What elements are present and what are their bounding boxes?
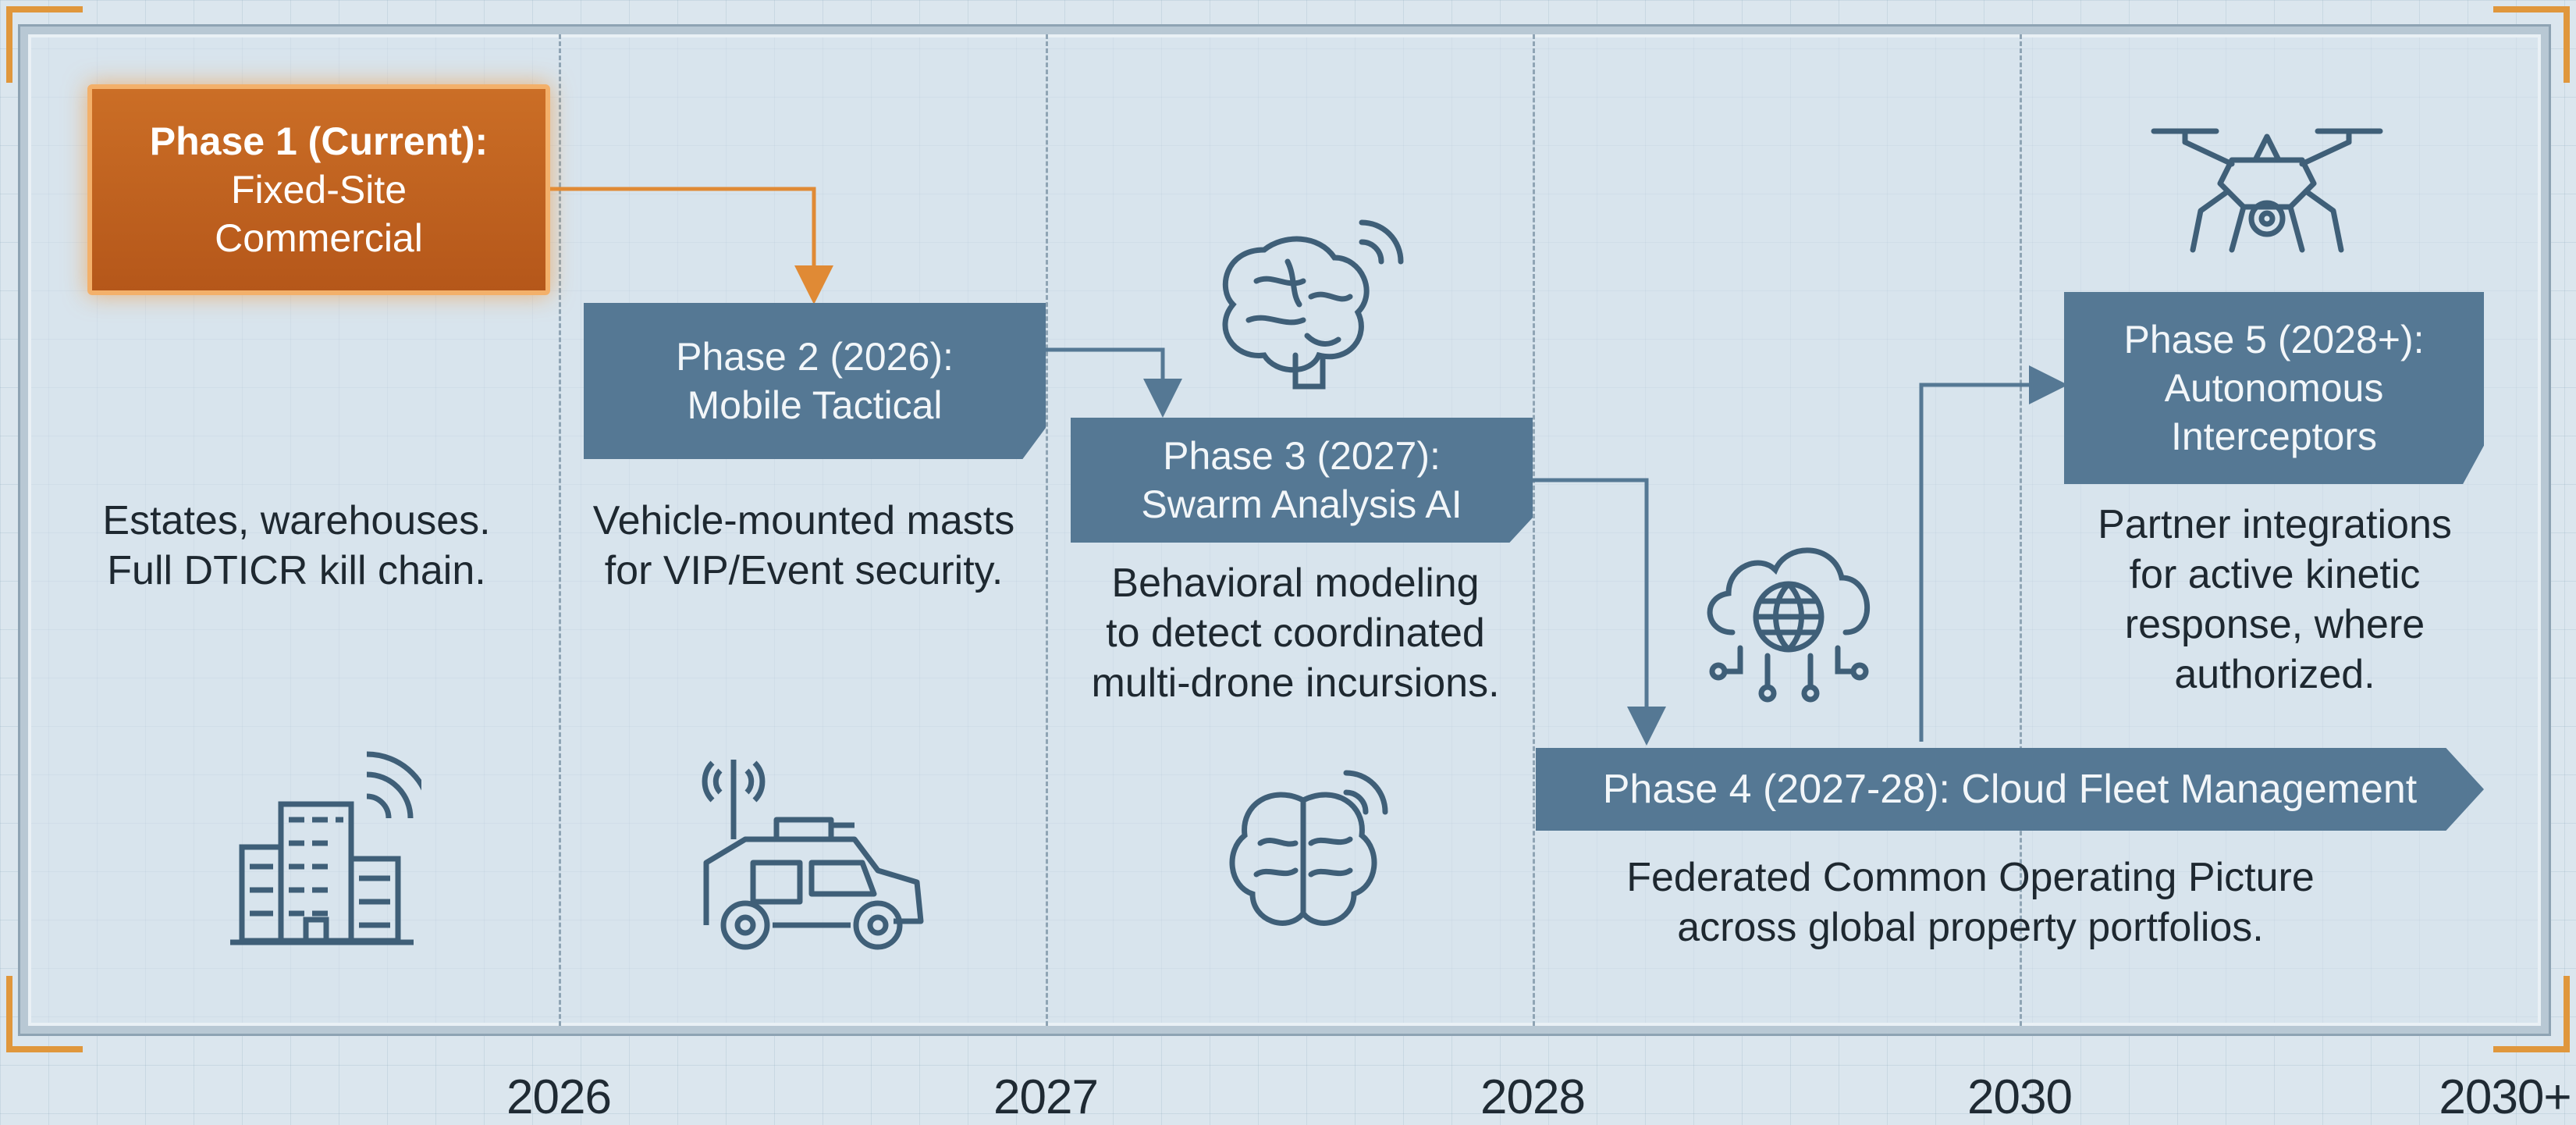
brain-signal-icon [1229,770,1388,926]
frame-corner [2493,6,2570,83]
phase-3-card: Phase 3 (2027): Swarm Analysis AI [1071,418,1533,543]
phase-3-title: Phase 3 (2027): [1163,434,1441,478]
phase-3-description-line: multi-drone incursions. [1091,660,1500,706]
phase-2-subtitle: Mobile Tactical [687,383,943,427]
phase-2-description-line: for VIP/Event security. [604,548,1004,593]
year-label: 2030 [1967,1070,2073,1124]
brain-signal-icon [1222,219,1404,390]
phase-5-description: Partner integrations for active kinetic … [2045,500,2505,700]
phase-4-card: Phase 4 (2027-28): Cloud Fleet Managemen… [1536,748,2484,831]
cloud-network-icon [1707,547,1871,703]
phase-1-subtitle-line-1: Fixed-Site [230,168,407,212]
phase-5-description-line: for active kinetic [2129,552,2421,597]
frame-corner [6,6,83,83]
phase-1-card: Phase 1 (Current): Fixed-Site Commercial [87,84,550,295]
arrow-phase2-to-phase3 [1046,347,1182,418]
phase-5-subtitle-line-1: Autonomous [2164,366,2384,410]
phase-5-title: Phase 5 (2028+): [2123,318,2425,361]
phase-5-description-line: authorized. [2174,652,2375,697]
drone-icon [2151,128,2383,253]
phase-5-description-line: response, where [2124,602,2425,647]
arrow-phase3-to-phase4 [1533,478,1666,746]
building-signal-icon [230,751,421,945]
phase-5-card: Phase 5 (2028+): Autonomous Interceptors [2064,292,2484,484]
arrow-phase1-to-phase2 [550,187,833,304]
year-label: 2027 [993,1070,1099,1124]
phase-1-title: Phase 1 (Current): [149,119,489,163]
phase-3-subtitle: Swarm Analysis AI [1141,482,1462,526]
phase-3-description-line: to detect coordinated [1106,611,1485,656]
phase-3-description-line: Behavioral modeling [1111,561,1480,606]
phase-2-description: Vehicle-mounted masts for VIP/Event secu… [562,496,1046,596]
frame-corner [6,976,83,1052]
phase-2-card: Phase 2 (2026): Mobile Tactical [584,303,1046,459]
phase-1-description-line: Full DTICR kill chain. [107,548,486,593]
phase-5-subtitle-line-2: Interceptors [2170,415,2377,458]
timeline-divider [559,34,561,1026]
timeline-divider [1046,34,1048,1026]
phase-4-title: Phase 4 (2027-28): Cloud Fleet Managemen… [1602,767,2418,812]
arrow-phase4-to-phase5 [1919,365,2068,742]
frame-corner [2493,976,2570,1052]
timeline-divider [2020,34,2022,1026]
timeline-divider [1533,34,1535,1026]
year-label: 2026 [506,1070,612,1124]
phase-4-description-line: Federated Common Operating Picture [1626,855,2315,900]
phase-4-description: Federated Common Operating Picture acros… [1561,853,2380,952]
year-label: 2028 [1480,1070,1586,1124]
phase-5-description-line: Partner integrations [2098,502,2452,547]
phase-2-description-line: Vehicle-mounted masts [592,498,1015,543]
year-label: 2030+ [2439,1070,2571,1124]
phase-1-description-line: Estates, warehouses. [102,498,491,543]
phase-4-description-line: across global property portfolios. [1677,905,2264,950]
phase-2-title: Phase 2 (2026): [676,335,954,379]
phase-1-subtitle-line-2: Commercial [215,216,423,260]
phase-3-description: Behavioral modeling to detect coordinate… [1053,558,1537,708]
phase-1-description: Estates, warehouses. Full DTICR kill cha… [62,496,531,596]
military-vehicle-icon [702,760,924,950]
